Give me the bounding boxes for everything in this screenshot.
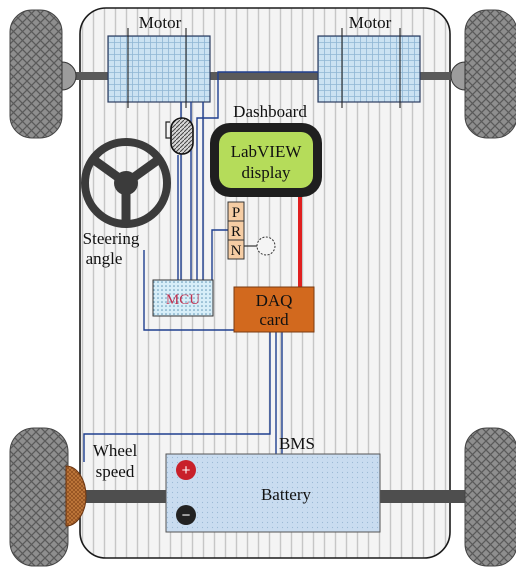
bms-label: BMS — [279, 434, 315, 453]
dashboard-label: Dashboard — [233, 102, 307, 121]
battery-negative-terminal — [176, 505, 196, 525]
front-right-tire — [464, 9, 516, 139]
wheel-speed-sensor — [65, 465, 87, 527]
mcu-label: MCU — [166, 292, 200, 308]
front-right-hub — [450, 61, 466, 91]
labview-label-line1: LabVIEW — [231, 142, 303, 161]
steering-angle-label-line1: Steering — [83, 229, 140, 248]
gear-r-label: R — [231, 224, 241, 240]
labview-label-line2: display — [241, 163, 291, 182]
accelerator-pedal — [170, 117, 194, 155]
battery-minus-sign: − — [182, 507, 191, 524]
labview-display-screen — [219, 132, 313, 188]
steering-wheel-icon — [81, 138, 171, 228]
wheel-speed-label-line2: speed — [96, 462, 135, 481]
wheel-speed-label-line1: Wheel — [93, 441, 138, 460]
mcu-box — [152, 279, 214, 317]
gear-selector — [227, 201, 245, 260]
battery-positive-terminal — [176, 460, 196, 480]
left-motor-label: Motor — [139, 13, 182, 32]
battery-label: Battery — [261, 485, 312, 504]
battery-box — [165, 453, 381, 533]
battery-plus-sign: + — [182, 462, 191, 479]
daq-label-line2: card — [259, 310, 289, 329]
front-left-hub — [61, 61, 77, 91]
rear-right-tire — [464, 427, 516, 567]
front-left-tire — [9, 9, 63, 139]
right-motor — [317, 28, 421, 108]
daq-card-box — [233, 286, 315, 333]
right-motor-label: Motor — [349, 13, 392, 32]
steering-angle-label-line2: angle — [86, 249, 123, 268]
gear-p-label: P — [232, 205, 240, 221]
left-motor — [107, 28, 211, 108]
gear-n-label: N — [231, 243, 242, 259]
daq-label-line1: DAQ — [256, 291, 293, 310]
gear-knob — [256, 236, 276, 256]
rear-left-tire — [9, 427, 69, 567]
front-axle — [60, 72, 460, 80]
